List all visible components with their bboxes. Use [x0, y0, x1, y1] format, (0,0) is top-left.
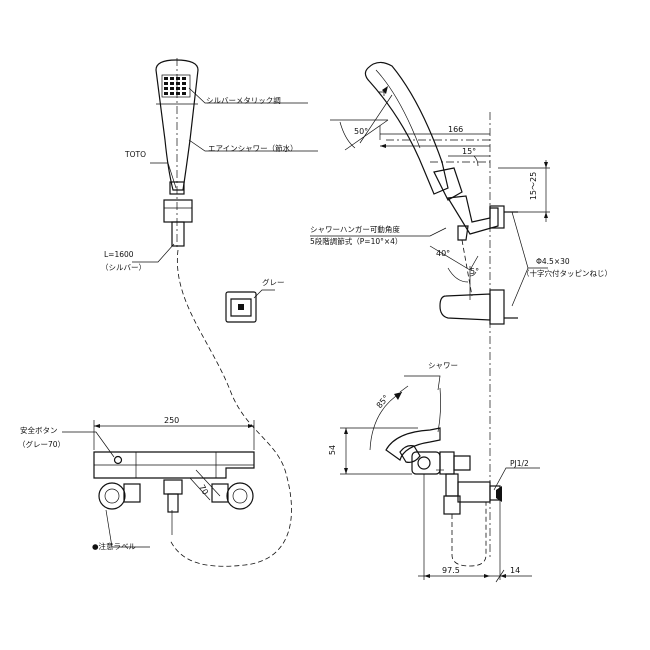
dim-14: 14	[510, 566, 521, 575]
dim-angle-50: 50°	[354, 127, 369, 136]
label-silver-metallic: シルバーメタリック調	[206, 96, 281, 105]
dim-line-bottom	[418, 474, 532, 583]
dim-166: 166	[448, 125, 464, 134]
label-pipe-thread: PJ1/2	[510, 459, 529, 468]
leaders-hand-shower	[132, 87, 318, 263]
hand-shower-front	[155, 58, 199, 250]
dim-line-166	[379, 126, 490, 140]
leader-pipe-thread	[493, 467, 540, 491]
leaders-faucet	[62, 431, 150, 548]
dim-angle-5: 5°	[470, 267, 480, 276]
dim-line-54	[340, 427, 418, 475]
dim-250: 250	[164, 416, 180, 425]
dim-line-15-25	[498, 160, 550, 222]
label-shower-hanger-1: シャワーハンガー可動角度	[310, 225, 400, 234]
dim-15-25: 15〜25	[529, 171, 539, 201]
dim-54: 54	[328, 444, 338, 456]
angle-lines-shower-side	[330, 86, 490, 167]
dim-angle-15: 15°	[462, 147, 477, 156]
dim-angle-40: 40°	[436, 249, 451, 258]
shower-swing-arc	[369, 375, 442, 451]
dim-97-5: 97.5	[442, 566, 460, 575]
leaders-screw	[310, 211, 548, 307]
mixer-faucet-front	[93, 451, 255, 513]
label-hose-length: L=1600	[104, 250, 134, 259]
hose-dashed	[169, 249, 292, 567]
label-shower-hanger-2: 5段階調節式（P=10°×4）	[310, 237, 403, 246]
shower-hanger-lower	[429, 239, 518, 325]
label-screw-2: （十字穴付タッピンねじ）	[522, 269, 612, 278]
label-caution: ●注意ラベル	[92, 542, 137, 551]
label-hose-color: （シルバー）	[101, 263, 146, 272]
hand-shower-side	[364, 61, 518, 241]
label-shower: シャワー	[428, 361, 458, 370]
label-toto: TOTO	[125, 150, 146, 159]
mixer-faucet-side	[385, 427, 502, 567]
label-safety-button: 安全ボタン	[20, 426, 58, 435]
dim-line-250	[93, 420, 255, 450]
label-screw-1: Φ4.5×30	[536, 257, 570, 266]
gray-fitting	[225, 289, 275, 323]
label-safety-button-color: （グレー70）	[18, 440, 66, 449]
label-gray: グレー	[262, 278, 285, 287]
label-air-in-shower: エアインシャワー（節水）	[208, 144, 298, 153]
